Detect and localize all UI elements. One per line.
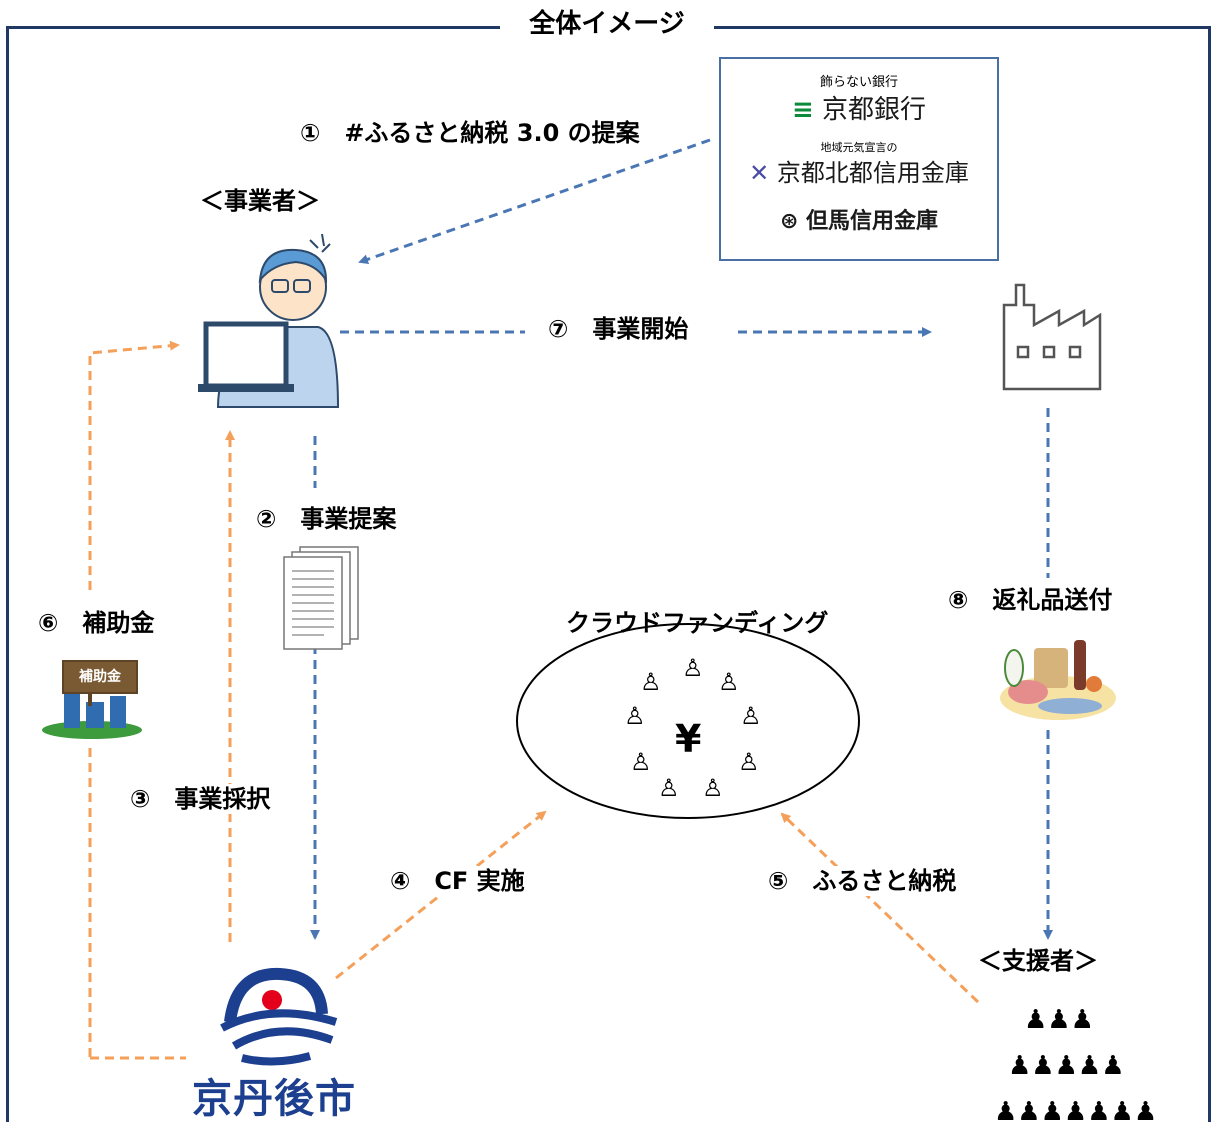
factory-icon (1002, 283, 1102, 391)
document-stack-icon (283, 546, 359, 650)
svg-text:♟♟♟♟♟♟♟: ♟♟♟♟♟♟♟ (994, 1097, 1157, 1122)
crowdfunding-people-icon: ¥ ♙♙♙ ♙♙ ♙♙ ♙♙ (624, 654, 762, 802)
hokuto-logo-icon: ✕ (749, 159, 770, 187)
arrow-6-subsidy (88, 340, 180, 590)
step-2-label: ② 事業提案 (256, 504, 397, 534)
step-7-label: ⑦ 事業開始 (548, 314, 689, 344)
tajima-logo-icon: ⊛ (779, 209, 799, 234)
step-1-label: ① #ふるさと納税 3.0 の提案 (300, 119, 640, 147)
svg-text:♙: ♙ (682, 654, 704, 682)
arrow-1-proposal (358, 138, 711, 265)
subsidy-town-icon (42, 686, 142, 739)
svg-text:♙: ♙ (702, 774, 724, 802)
step-4-label: ④ CF 実施 (390, 866, 525, 896)
step-5-label: ⑤ ふるさと納税 (768, 866, 957, 896)
businessman-icon (198, 233, 340, 408)
svg-text:♙: ♙ (718, 668, 740, 696)
subsidy-sign: 補助金 (62, 660, 138, 694)
arrow-5-furusato (780, 812, 980, 1004)
svg-text:¥: ¥ (675, 717, 701, 761)
hokuto-bank-name: ✕ 京都北都信用金庫 (749, 159, 969, 187)
partner-banks-box: 飾らない銀行 ≡ 京都銀行 地域元気宣言の ✕ 京都北都信用金庫 ⊛ 但馬信用金… (719, 57, 999, 261)
svg-text:♙: ♙ (740, 702, 762, 730)
kyoto-bank-name: ≡ 京都銀行 (791, 95, 927, 125)
diagram-title: 全体イメージ (500, 2, 714, 46)
svg-text:♟♟♟♟♟: ♟♟♟♟♟ (1008, 1051, 1125, 1081)
svg-text:♙: ♙ (624, 702, 646, 730)
business-operator-label: ＜事業者＞ (200, 187, 320, 215)
city-emblem-icon (220, 967, 338, 1066)
return-gifts-icon (1000, 640, 1116, 720)
svg-text:♙: ♙ (738, 748, 760, 776)
kyoto-bank-tagline: 飾らない銀行 (819, 75, 898, 90)
svg-text:♙: ♙ (658, 774, 680, 802)
svg-text:♙: ♙ (640, 668, 662, 696)
step-3-label: ③ 事業採択 (130, 784, 271, 814)
step-6-label: ⑥ 補助金 (38, 608, 155, 638)
kyoto-bank-logo-icon: ≡ (791, 95, 814, 125)
svg-text:♟♟♟: ♟♟♟ (1024, 1005, 1094, 1035)
hokuto-tagline: 地域元気宣言の (820, 141, 898, 154)
svg-text:♙: ♙ (630, 748, 652, 776)
tajima-bank-name: ⊛ 但馬信用金庫 (779, 209, 939, 234)
step-8-label: ⑧ 返礼品送付 (948, 585, 1113, 615)
supporters-label: ＜支援者＞ (978, 947, 1098, 975)
crowdfunding-label: クラウドファンディング (566, 609, 829, 637)
city-name: 京丹後市 (192, 1076, 356, 1122)
supporters-crowd-icon: ♟♟♟ ♟♟♟♟♟ ♟♟♟♟♟♟♟ (994, 1005, 1157, 1122)
